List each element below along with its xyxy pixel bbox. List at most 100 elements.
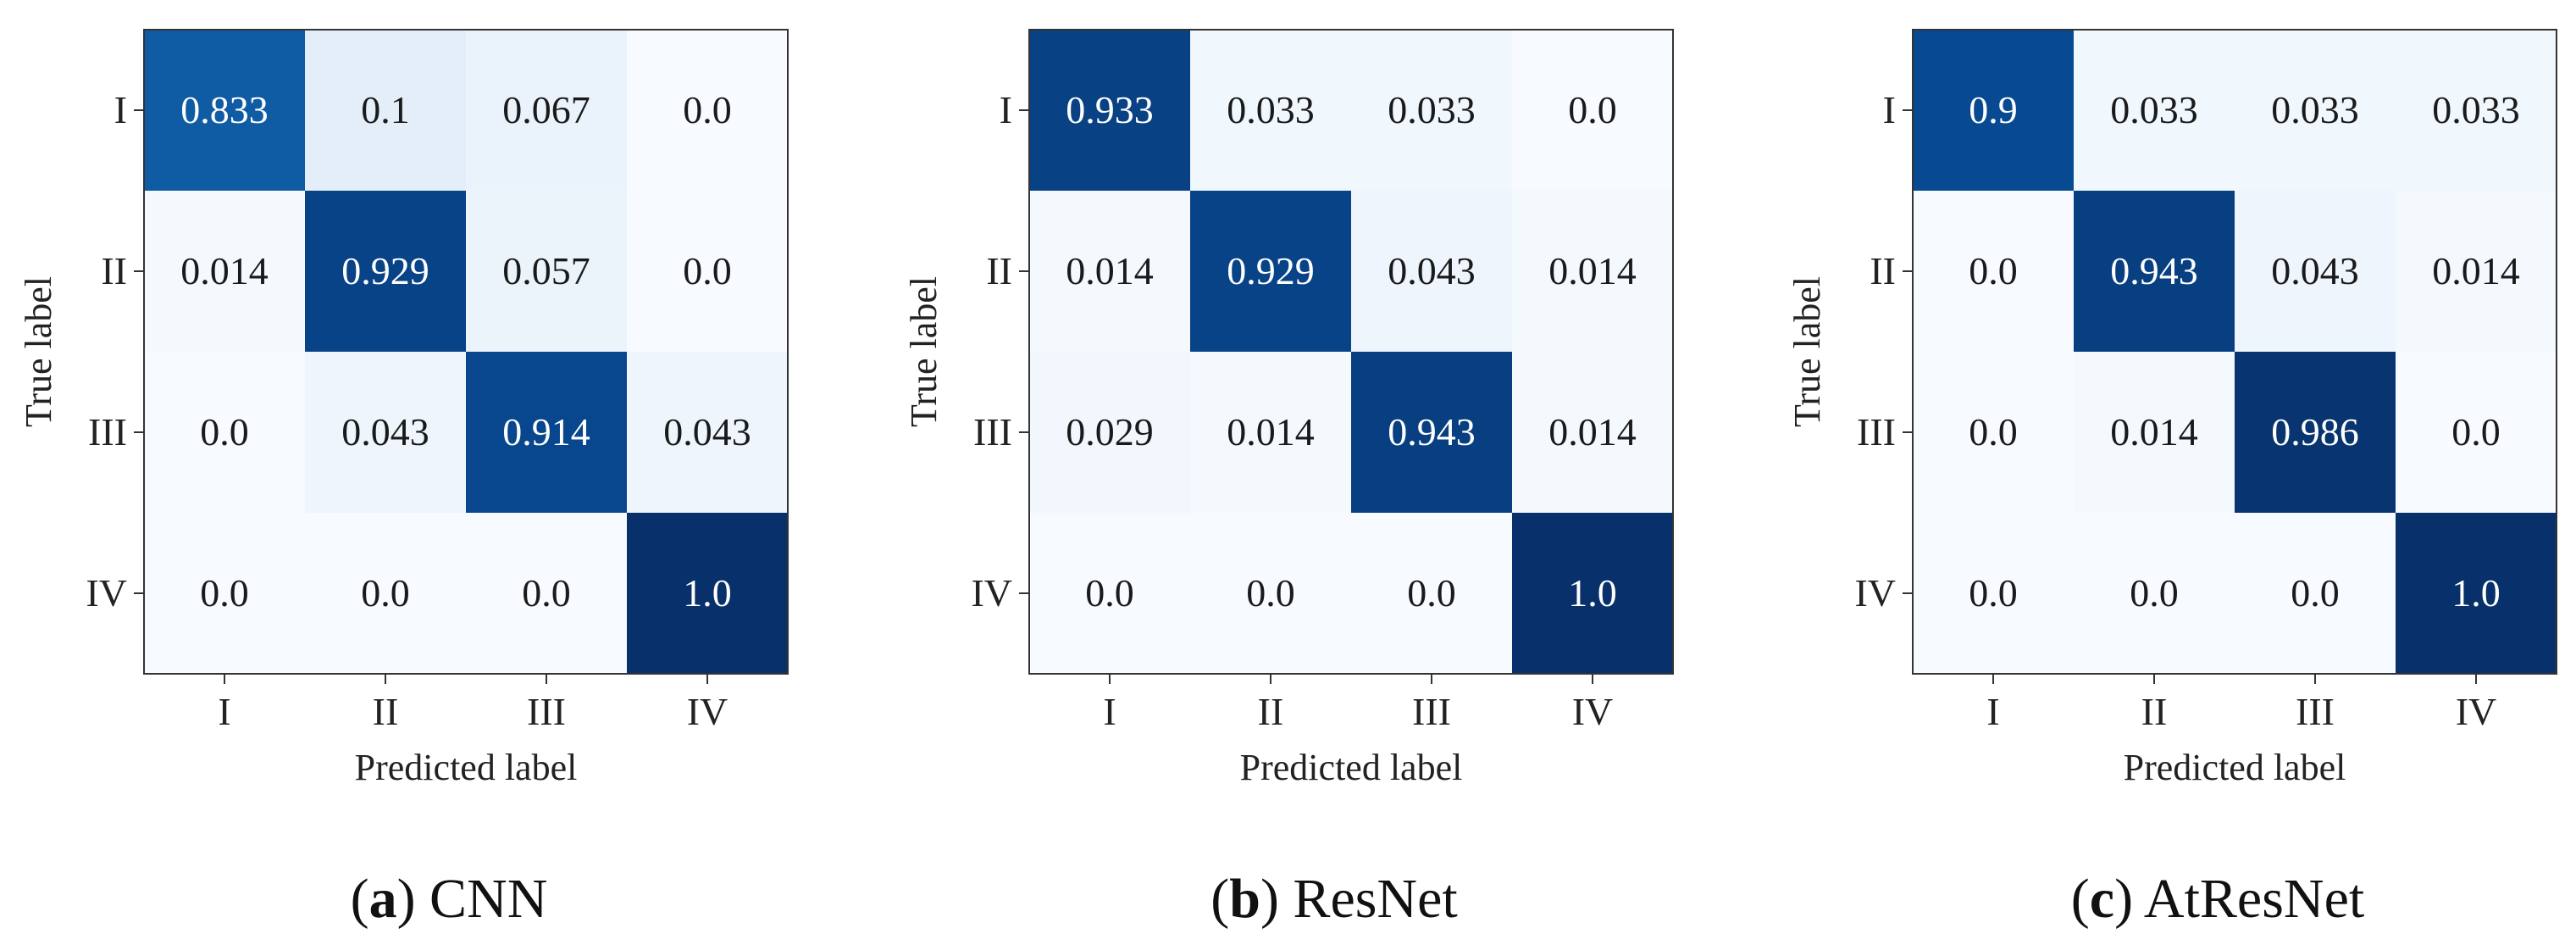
cell-value-label: 0.014 bbox=[1548, 249, 1637, 292]
cell-value-label: 0.0 bbox=[522, 571, 571, 614]
matrix-cell bbox=[627, 513, 788, 674]
cell-value-label: 0.0 bbox=[1407, 571, 1456, 614]
y-tick-label: IV bbox=[1854, 571, 1896, 614]
matrix-cell bbox=[1913, 352, 2074, 513]
y-tick-label: III bbox=[973, 410, 1012, 453]
cell-value-label: 0.033 bbox=[1388, 88, 1476, 131]
cell-value-label: 0.0 bbox=[2451, 410, 2501, 453]
cell-value-label: 0.067 bbox=[502, 88, 590, 131]
matrix-frame bbox=[1912, 29, 2557, 675]
matrix-cell bbox=[2235, 30, 2396, 191]
cell-value-label: 0.943 bbox=[2110, 249, 2198, 292]
matrix-cell bbox=[305, 513, 466, 674]
matrix-cell bbox=[305, 30, 466, 191]
panel-caption: (c) AtResNet bbox=[2071, 868, 2364, 930]
x-tick-label: III bbox=[2296, 690, 2335, 733]
y-tick-label: III bbox=[1857, 410, 1896, 453]
y-tick-label: II bbox=[986, 249, 1012, 292]
cell-value-label: 0.014 bbox=[1066, 249, 1154, 292]
matrix-cell bbox=[2396, 30, 2557, 191]
matrix-cell bbox=[1351, 352, 1512, 513]
cell-value-label: 1.0 bbox=[2451, 571, 2501, 614]
matrix-cell bbox=[1351, 513, 1512, 674]
matrix-cell bbox=[144, 513, 305, 674]
cell-value-label: 0.014 bbox=[2110, 410, 2198, 453]
matrix-cell bbox=[144, 352, 305, 513]
y-tick-label: I bbox=[1000, 88, 1012, 131]
matrix-cell bbox=[2074, 30, 2235, 191]
matrix-cell bbox=[2396, 191, 2557, 352]
x-tick-label: II bbox=[1258, 690, 1284, 733]
x-tick-label: II bbox=[2141, 690, 2168, 733]
matrix-cell bbox=[1190, 30, 1351, 191]
cell-value-label: 0.914 bbox=[502, 410, 590, 453]
cell-value-label: 0.929 bbox=[341, 249, 429, 292]
cell-value-label: 0.033 bbox=[2432, 88, 2520, 131]
cell-value-label: 0.0 bbox=[1085, 571, 1134, 614]
matrix-cell bbox=[1512, 513, 1673, 674]
cell-value-label: 0.9 bbox=[1969, 88, 2018, 131]
cell-value-label: 0.043 bbox=[2271, 249, 2359, 292]
matrix-cell bbox=[466, 352, 627, 513]
cell-value-label: 0.833 bbox=[180, 88, 269, 131]
y-tick-label: II bbox=[101, 249, 127, 292]
cell-value-label: 1.0 bbox=[1568, 571, 1617, 614]
cell-value-label: 1.0 bbox=[683, 571, 732, 614]
y-tick-label: IV bbox=[86, 571, 127, 614]
matrix-cell bbox=[1913, 513, 2074, 674]
matrix-cell bbox=[1512, 352, 1673, 513]
cell-value-label: 0.0 bbox=[2130, 571, 2179, 614]
y-tick-label: IV bbox=[971, 571, 1012, 614]
matrix-cell bbox=[627, 352, 788, 513]
y-tick-label: I bbox=[114, 88, 127, 131]
matrix-cell bbox=[2235, 352, 2396, 513]
cell-value-label: 0.043 bbox=[1388, 249, 1476, 292]
cell-value-label: 0.1 bbox=[361, 88, 410, 131]
x-tick-label: IV bbox=[1572, 690, 1614, 733]
cell-value-label: 0.943 bbox=[1388, 410, 1476, 453]
matrix-cell bbox=[1913, 191, 2074, 352]
matrix-frame bbox=[143, 29, 789, 675]
matrix-cell bbox=[305, 352, 466, 513]
cell-value-label: 0.033 bbox=[2271, 88, 2359, 131]
panel-caption: (b) ResNet bbox=[1210, 868, 1457, 930]
matrix-cell bbox=[1190, 191, 1351, 352]
matrix-cell bbox=[2235, 513, 2396, 674]
matrix-cell bbox=[466, 513, 627, 674]
cell-value-label: 0.0 bbox=[200, 410, 249, 453]
matrix-cell bbox=[1351, 30, 1512, 191]
x-tick-label: III bbox=[527, 690, 566, 733]
cell-value-label: 0.043 bbox=[663, 410, 751, 453]
x-tick-label: IV bbox=[687, 690, 728, 733]
x-axis-label: Predicted label bbox=[2124, 747, 2346, 788]
matrix-cell bbox=[144, 30, 305, 191]
matrix-cell bbox=[1351, 191, 1512, 352]
cell-value-label: 0.029 bbox=[1066, 410, 1154, 453]
matrix-cell bbox=[466, 30, 627, 191]
matrix-cell bbox=[627, 191, 788, 352]
matrix-cell bbox=[1512, 30, 1673, 191]
matrix-cell bbox=[2074, 513, 2235, 674]
cell-value-label: 0.0 bbox=[200, 571, 249, 614]
x-tick-label: IV bbox=[2456, 690, 2497, 733]
x-axis-label: Predicted label bbox=[1240, 747, 1463, 788]
cell-value-label: 0.933 bbox=[1066, 88, 1154, 131]
panel-caption: (a) CNN bbox=[351, 868, 548, 930]
matrix-cell bbox=[1190, 352, 1351, 513]
cell-value-label: 0.0 bbox=[683, 249, 732, 292]
x-tick-label: I bbox=[218, 690, 230, 733]
matrix-cell bbox=[627, 30, 788, 191]
matrix-cell bbox=[1029, 513, 1190, 674]
matrix-cell bbox=[1190, 513, 1351, 674]
y-tick-label: II bbox=[1870, 249, 1896, 292]
y-axis-label: True label bbox=[1787, 276, 1828, 427]
cell-value-label: 0.0 bbox=[2291, 571, 2340, 614]
y-tick-label: I bbox=[1883, 88, 1896, 131]
x-tick-label: III bbox=[1412, 690, 1451, 733]
cell-value-label: 0.014 bbox=[1227, 410, 1315, 453]
y-axis-label: True label bbox=[18, 276, 59, 427]
y-axis-label: True label bbox=[903, 276, 945, 427]
matrix-cell bbox=[1913, 30, 2074, 191]
